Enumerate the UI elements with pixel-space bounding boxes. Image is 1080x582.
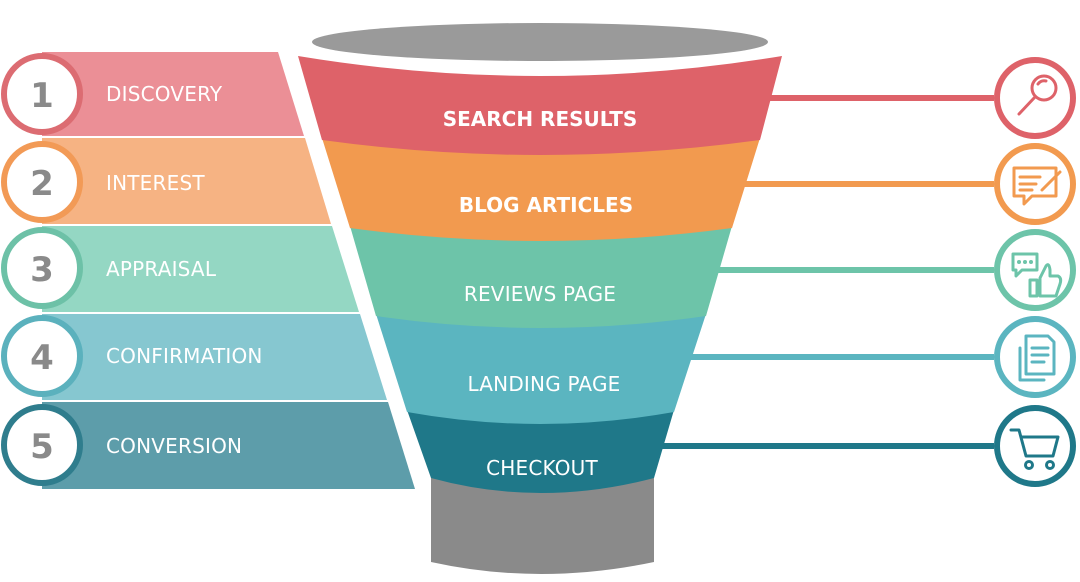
icon-ring-4: [994, 316, 1076, 398]
stage-band-5: 5 CONVERSION: [1, 402, 415, 489]
stage-name-confirmation: CONFIRMATION: [106, 344, 263, 368]
stage-number-ring-3: [1, 227, 83, 309]
icon-ring-5: [994, 405, 1076, 487]
icon-glyph-4: [1018, 334, 1056, 382]
icon-glyph-1: [1017, 74, 1058, 116]
chat-dots: [1017, 260, 1033, 264]
magnifier-icon: [994, 57, 1076, 139]
layer-label-reviews-page: REVIEWS PAGE: [464, 282, 616, 306]
chat-thumbs-up-icon: [994, 229, 1076, 311]
layer-label-blog-articles: BLOG ARTICLES: [459, 193, 633, 217]
icon-glyph-5: [1009, 428, 1060, 470]
stage-name-appraisal: APPRAISAL: [106, 257, 217, 281]
stage-band-2-fill: [42, 138, 331, 224]
stage-number-ring-5: [1, 404, 83, 486]
stage-number-ring-1: [1, 53, 83, 135]
stage-band-5-fill: [42, 402, 415, 489]
stage-name-interest: INTEREST: [106, 171, 205, 195]
stage-band-4-fill: [42, 314, 387, 400]
stage-band-2: 2 INTEREST: [1, 138, 331, 224]
stage-number-ring-4: [1, 315, 83, 397]
funnel-layer-search-results: [298, 56, 782, 155]
funnel-stem: [431, 478, 654, 574]
stage-number-5: 5: [30, 427, 54, 467]
icon-glyph-2: [1012, 166, 1062, 206]
stage-band-1-fill: [42, 52, 304, 136]
stage-name-conversion: CONVERSION: [106, 434, 242, 458]
icon-glyph-3: [1011, 252, 1063, 298]
stage-number-3: 3: [30, 250, 54, 290]
stage-number-4: 4: [30, 338, 54, 378]
stage-band-4: 4 CONFIRMATION: [1, 314, 387, 400]
stage-name-discovery: DISCOVERY: [106, 82, 223, 106]
stage-band-3: 3 APPRAISAL: [1, 226, 359, 312]
funnel-layer-blog-articles: [322, 138, 760, 241]
stage-band-1: 1 DISCOVERY: [1, 52, 304, 136]
layer-label-search-results: SEARCH RESULTS: [443, 107, 638, 131]
funnel-opening: [312, 23, 768, 61]
funnel-layer-checkout: [407, 410, 674, 493]
document-pen-icon: [994, 143, 1076, 225]
stage-number-1: 1: [30, 76, 54, 116]
funnel-layer-landing-page: [376, 314, 706, 424]
stage-number-2: 2: [30, 164, 54, 204]
pages-icon: [994, 316, 1076, 398]
layer-label-checkout: CHECKOUT: [486, 456, 598, 480]
stage-number-ring-2: [1, 141, 83, 223]
stage-band-3-fill: [42, 226, 359, 312]
funnel-layer-reviews-page: [350, 226, 732, 328]
shopping-cart-icon: [994, 405, 1076, 487]
layer-label-landing-page: LANDING PAGE: [467, 372, 620, 396]
